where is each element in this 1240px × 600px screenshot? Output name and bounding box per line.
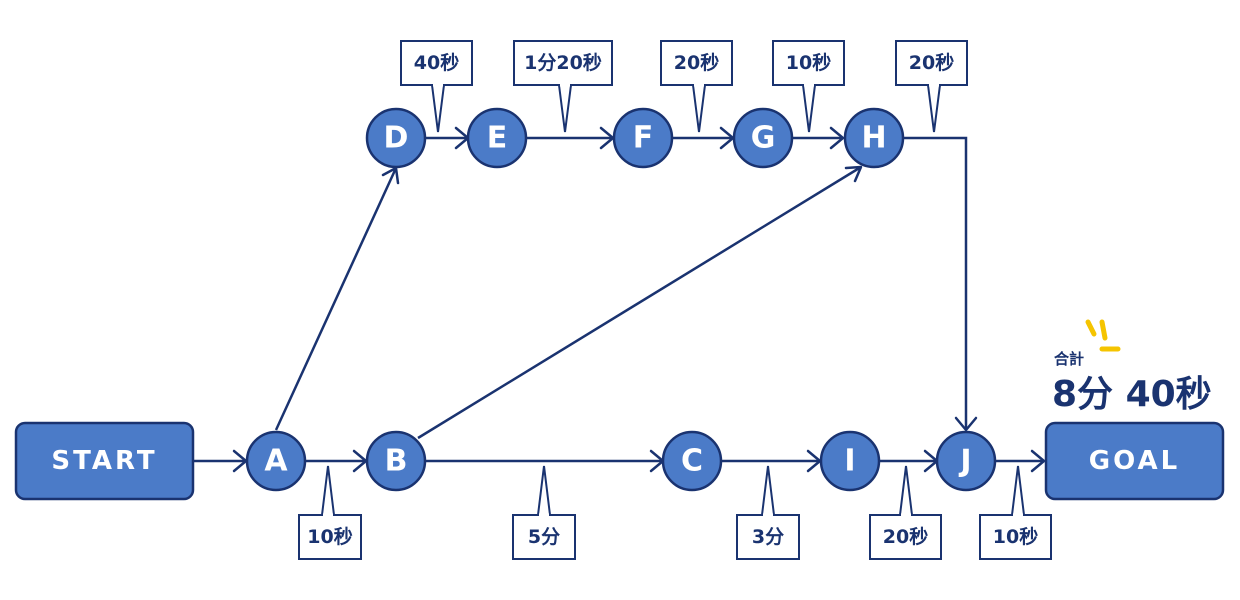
callout-pointer [801, 84, 817, 133]
goal-terminal: GOAL [1044, 421, 1225, 501]
duration-label: 1分20秒 [524, 51, 602, 74]
goal-box [1044, 421, 1225, 501]
start-terminal: START [14, 421, 195, 501]
node-g: G [732, 107, 794, 169]
start-label: START [51, 446, 157, 476]
node-b: B [365, 430, 427, 492]
node-d: D [365, 107, 427, 169]
duration-label: 10秒 [307, 525, 352, 548]
duration-label: 5分 [528, 526, 560, 548]
node-a: A [245, 430, 307, 492]
arrowhead-j-goal [1030, 449, 1046, 473]
duration-label: 20秒 [909, 51, 954, 74]
callout-pointer [1010, 465, 1026, 516]
duration-callout-g-h: 10秒 [772, 40, 845, 133]
callout-box [979, 514, 1052, 560]
callout-pointer [760, 465, 776, 516]
node-label: G [751, 121, 776, 156]
callout-pointer [557, 84, 573, 133]
callout-pointer [430, 84, 446, 133]
duration-label: 20秒 [883, 525, 928, 548]
total-value: 8分 40秒 [1052, 374, 1212, 415]
node-e: E [466, 107, 528, 169]
goal-label: GOAL [1089, 446, 1180, 476]
duration-callout-b-c: 5分 [512, 465, 576, 560]
node-label: I [844, 444, 855, 479]
total-summary: 合計 8分 40秒 [1052, 319, 1212, 415]
node-label: D [384, 121, 409, 156]
callout-pointer [926, 84, 942, 133]
node-label: C [681, 444, 703, 479]
callout-box [513, 40, 613, 86]
duration-label: 3分 [752, 526, 784, 548]
arrowhead-g-h [829, 126, 845, 150]
duration-callout-c-i: 3分 [736, 465, 800, 560]
node-c: C [661, 430, 723, 492]
duration-callout-h-j: 20秒 [895, 40, 968, 133]
duration-label: 10秒 [786, 51, 831, 74]
start-box [14, 421, 195, 501]
duration-callout-d-e: 40秒 [400, 40, 473, 133]
callout-box [895, 40, 968, 86]
node-i: I [819, 430, 881, 492]
arrowhead-h-j [954, 416, 978, 432]
duration-callout-a-b: 10秒 [298, 465, 362, 560]
duration-callout-f-g: 20秒 [660, 40, 733, 133]
duration-label: 10秒 [993, 525, 1038, 548]
duration-callout-i-j: 20秒 [869, 465, 942, 560]
edge-a-d [274, 167, 398, 431]
total-caption: 合計 [1053, 350, 1084, 368]
emphasis-lines-icon [1085, 319, 1121, 352]
duration-label: 20秒 [674, 51, 719, 74]
callout-pointer [320, 465, 336, 516]
node-j: J [935, 430, 997, 492]
callout-pointer [691, 84, 707, 133]
callout-box [660, 40, 733, 86]
node-f: F [612, 107, 674, 169]
callout-box [400, 40, 473, 86]
edge-b-h [417, 165, 862, 440]
node-label: A [264, 444, 288, 479]
arrowhead-b-h [844, 165, 863, 183]
duration-label: 40秒 [414, 51, 459, 74]
callout-pointer [536, 465, 552, 516]
callout-pointer [898, 465, 914, 516]
duration-callout-j-goal: 10秒 [979, 465, 1052, 560]
callout-box [736, 514, 800, 560]
duration-callout-e-f: 1分20秒 [513, 40, 613, 133]
node-label: J [958, 444, 971, 479]
node-h: H [843, 107, 905, 169]
edges [194, 126, 1046, 473]
node-label: E [487, 121, 508, 156]
edge-h-j [903, 136, 968, 430]
callout-box [512, 514, 576, 560]
node-label: H [861, 121, 886, 156]
node-label: F [633, 121, 654, 156]
node-label: B [385, 444, 408, 479]
callout-box [298, 514, 362, 560]
